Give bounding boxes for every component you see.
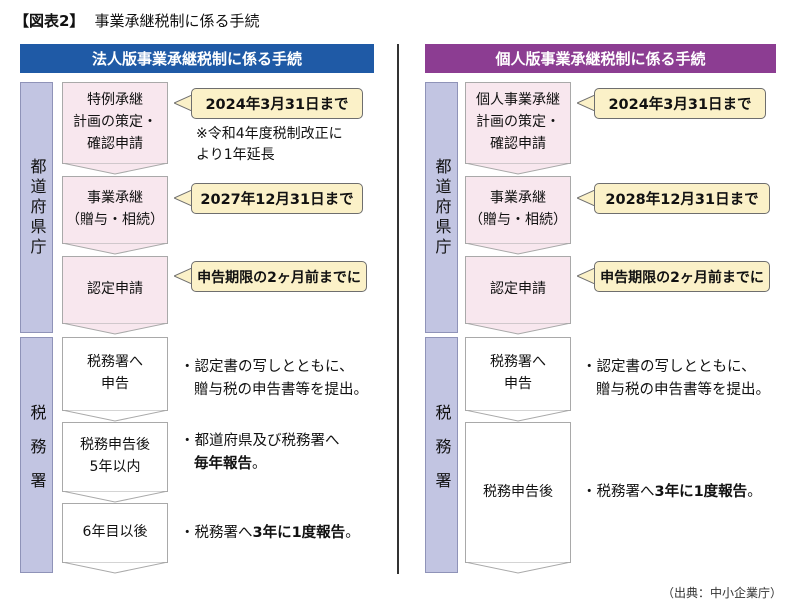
flow-arrow — [62, 410, 168, 422]
corporate-deadline-certification: 申告期限の2ヶ月前までに — [191, 261, 367, 292]
callout-tail — [577, 268, 595, 284]
triennial-report-emphasis: 3年に1度報告 — [654, 484, 748, 500]
flow-arrow — [465, 562, 571, 574]
individual-step-after-filing: 税務申告後 — [465, 422, 571, 563]
step-label: 税務署へ 申告 — [87, 354, 143, 392]
flow-arrow — [465, 410, 571, 422]
flow-arrow — [465, 163, 571, 175]
bullet-prefix: ・税務署へ — [582, 484, 655, 500]
corporate-step-five-years: 税務申告後 5年以内 — [62, 422, 168, 492]
figure-label: 【図表2】 — [14, 12, 85, 30]
triennial-report-emphasis: 3年に1度報告 — [252, 525, 346, 541]
corporate-report-text-2: 毎年報告。 — [194, 453, 267, 476]
flow-arrow — [62, 163, 168, 175]
individual-prefecture-text: 都道府県庁 — [432, 157, 452, 258]
figure-title: 【図表2】事業承継税制に係る手続 — [14, 10, 259, 31]
callout-tail — [577, 95, 595, 111]
individual-deadline-succession: 2028年12月31日まで — [594, 183, 770, 214]
punctuation: 。 — [747, 484, 762, 500]
flow-arrow — [62, 491, 168, 503]
step-label: 認定申請 — [87, 281, 143, 298]
callout-tail — [174, 190, 192, 206]
individual-deadline-plan: 2024年3月31日まで — [594, 88, 766, 119]
individual-filing-text-2: 贈与税の申告書等を提出。 — [596, 382, 770, 398]
flow-arrow — [62, 323, 168, 335]
step-label: 6年目以後 — [82, 524, 148, 541]
individual-tax-office-label: 税務署 — [425, 337, 458, 573]
figure-name: 事業承継税制に係る手続 — [94, 12, 260, 30]
corporate-step-certification: 認定申請 — [62, 256, 168, 324]
corporate-tax-office-text: 税務署 — [27, 404, 47, 506]
corporate-step-succession: 事業承継 （贈与・相続） — [62, 176, 168, 244]
step-label: 認定申請 — [490, 281, 546, 298]
corporate-step-plan: 特例承継 計画の策定・ 確認申請 — [62, 82, 168, 164]
corporate-filing-text-1: ・認定書の写しとともに、 — [180, 359, 354, 375]
punctuation: 。 — [252, 456, 267, 472]
step-label: 事業承継 （贈与・相続） — [469, 190, 567, 228]
source-note: （出典：中小企業庁） — [661, 586, 782, 600]
individual-step-succession: 事業承継 （贈与・相続） — [465, 176, 571, 244]
corporate-step-filing: 税務署へ 申告 — [62, 337, 168, 411]
flow-arrow — [62, 562, 168, 574]
corporate-deadline-succession: 2027年12月31日まで — [191, 183, 363, 214]
step-label: 特例承継 計画の策定・ 確認申請 — [73, 92, 157, 152]
individual-filing-text-1: ・認定書の写しとともに、 — [582, 359, 756, 375]
step-label: 事業承継 （贈与・相続） — [66, 190, 164, 228]
individual-header: 個人版事業承継税制に係る手続 — [425, 44, 776, 73]
corporate-filing-text-2: 贈与税の申告書等を提出。 — [194, 382, 368, 398]
flow-arrow — [465, 243, 571, 255]
flow-arrow — [465, 323, 571, 335]
corporate-header: 法人版事業承継税制に係る手続 — [20, 44, 374, 73]
corporate-tax-office-label: 税務署 — [20, 337, 53, 573]
individual-step-plan: 個人事業承継 計画の策定・ 確認申請 — [465, 82, 571, 164]
annual-report-emphasis: 毎年報告 — [194, 456, 252, 472]
individual-report-text: ・税務署へ3年に1度報告。 — [582, 481, 762, 504]
callout-tail — [174, 95, 192, 111]
individual-step-filing: 税務署へ 申告 — [465, 337, 571, 411]
callout-tail — [577, 190, 595, 206]
corporate-deadline-plan: 2024年3月31日まで — [191, 88, 363, 119]
individual-tax-office-text: 税務署 — [432, 404, 452, 506]
bullet-prefix: ・税務署へ — [180, 525, 253, 541]
corporate-step-sixth-year: 6年目以後 — [62, 503, 168, 563]
corporate-prefecture-label: 都道府県庁 — [20, 82, 53, 333]
column-divider — [397, 44, 399, 574]
individual-prefecture-label: 都道府県庁 — [425, 82, 458, 333]
individual-step-certification: 認定申請 — [465, 256, 571, 324]
step-label: 税務申告後 — [483, 483, 553, 500]
corporate-extension-note: ※令和4年度税制改正に より1年延長 — [196, 126, 343, 163]
corporate-sixth-year-text: ・税務署へ3年に1度報告。 — [180, 522, 360, 545]
callout-tail — [174, 268, 192, 284]
corporate-prefecture-text: 都道府県庁 — [27, 157, 47, 258]
punctuation: 。 — [345, 525, 360, 541]
step-label: 税務署へ 申告 — [490, 354, 546, 392]
step-label: 税務申告後 5年以内 — [80, 437, 150, 475]
step-label: 個人事業承継 計画の策定・ 確認申請 — [476, 92, 560, 152]
individual-deadline-certification: 申告期限の2ヶ月前までに — [594, 261, 770, 292]
flow-arrow — [62, 243, 168, 255]
corporate-report-text-1: ・都道府県及び税務署へ — [180, 433, 340, 449]
